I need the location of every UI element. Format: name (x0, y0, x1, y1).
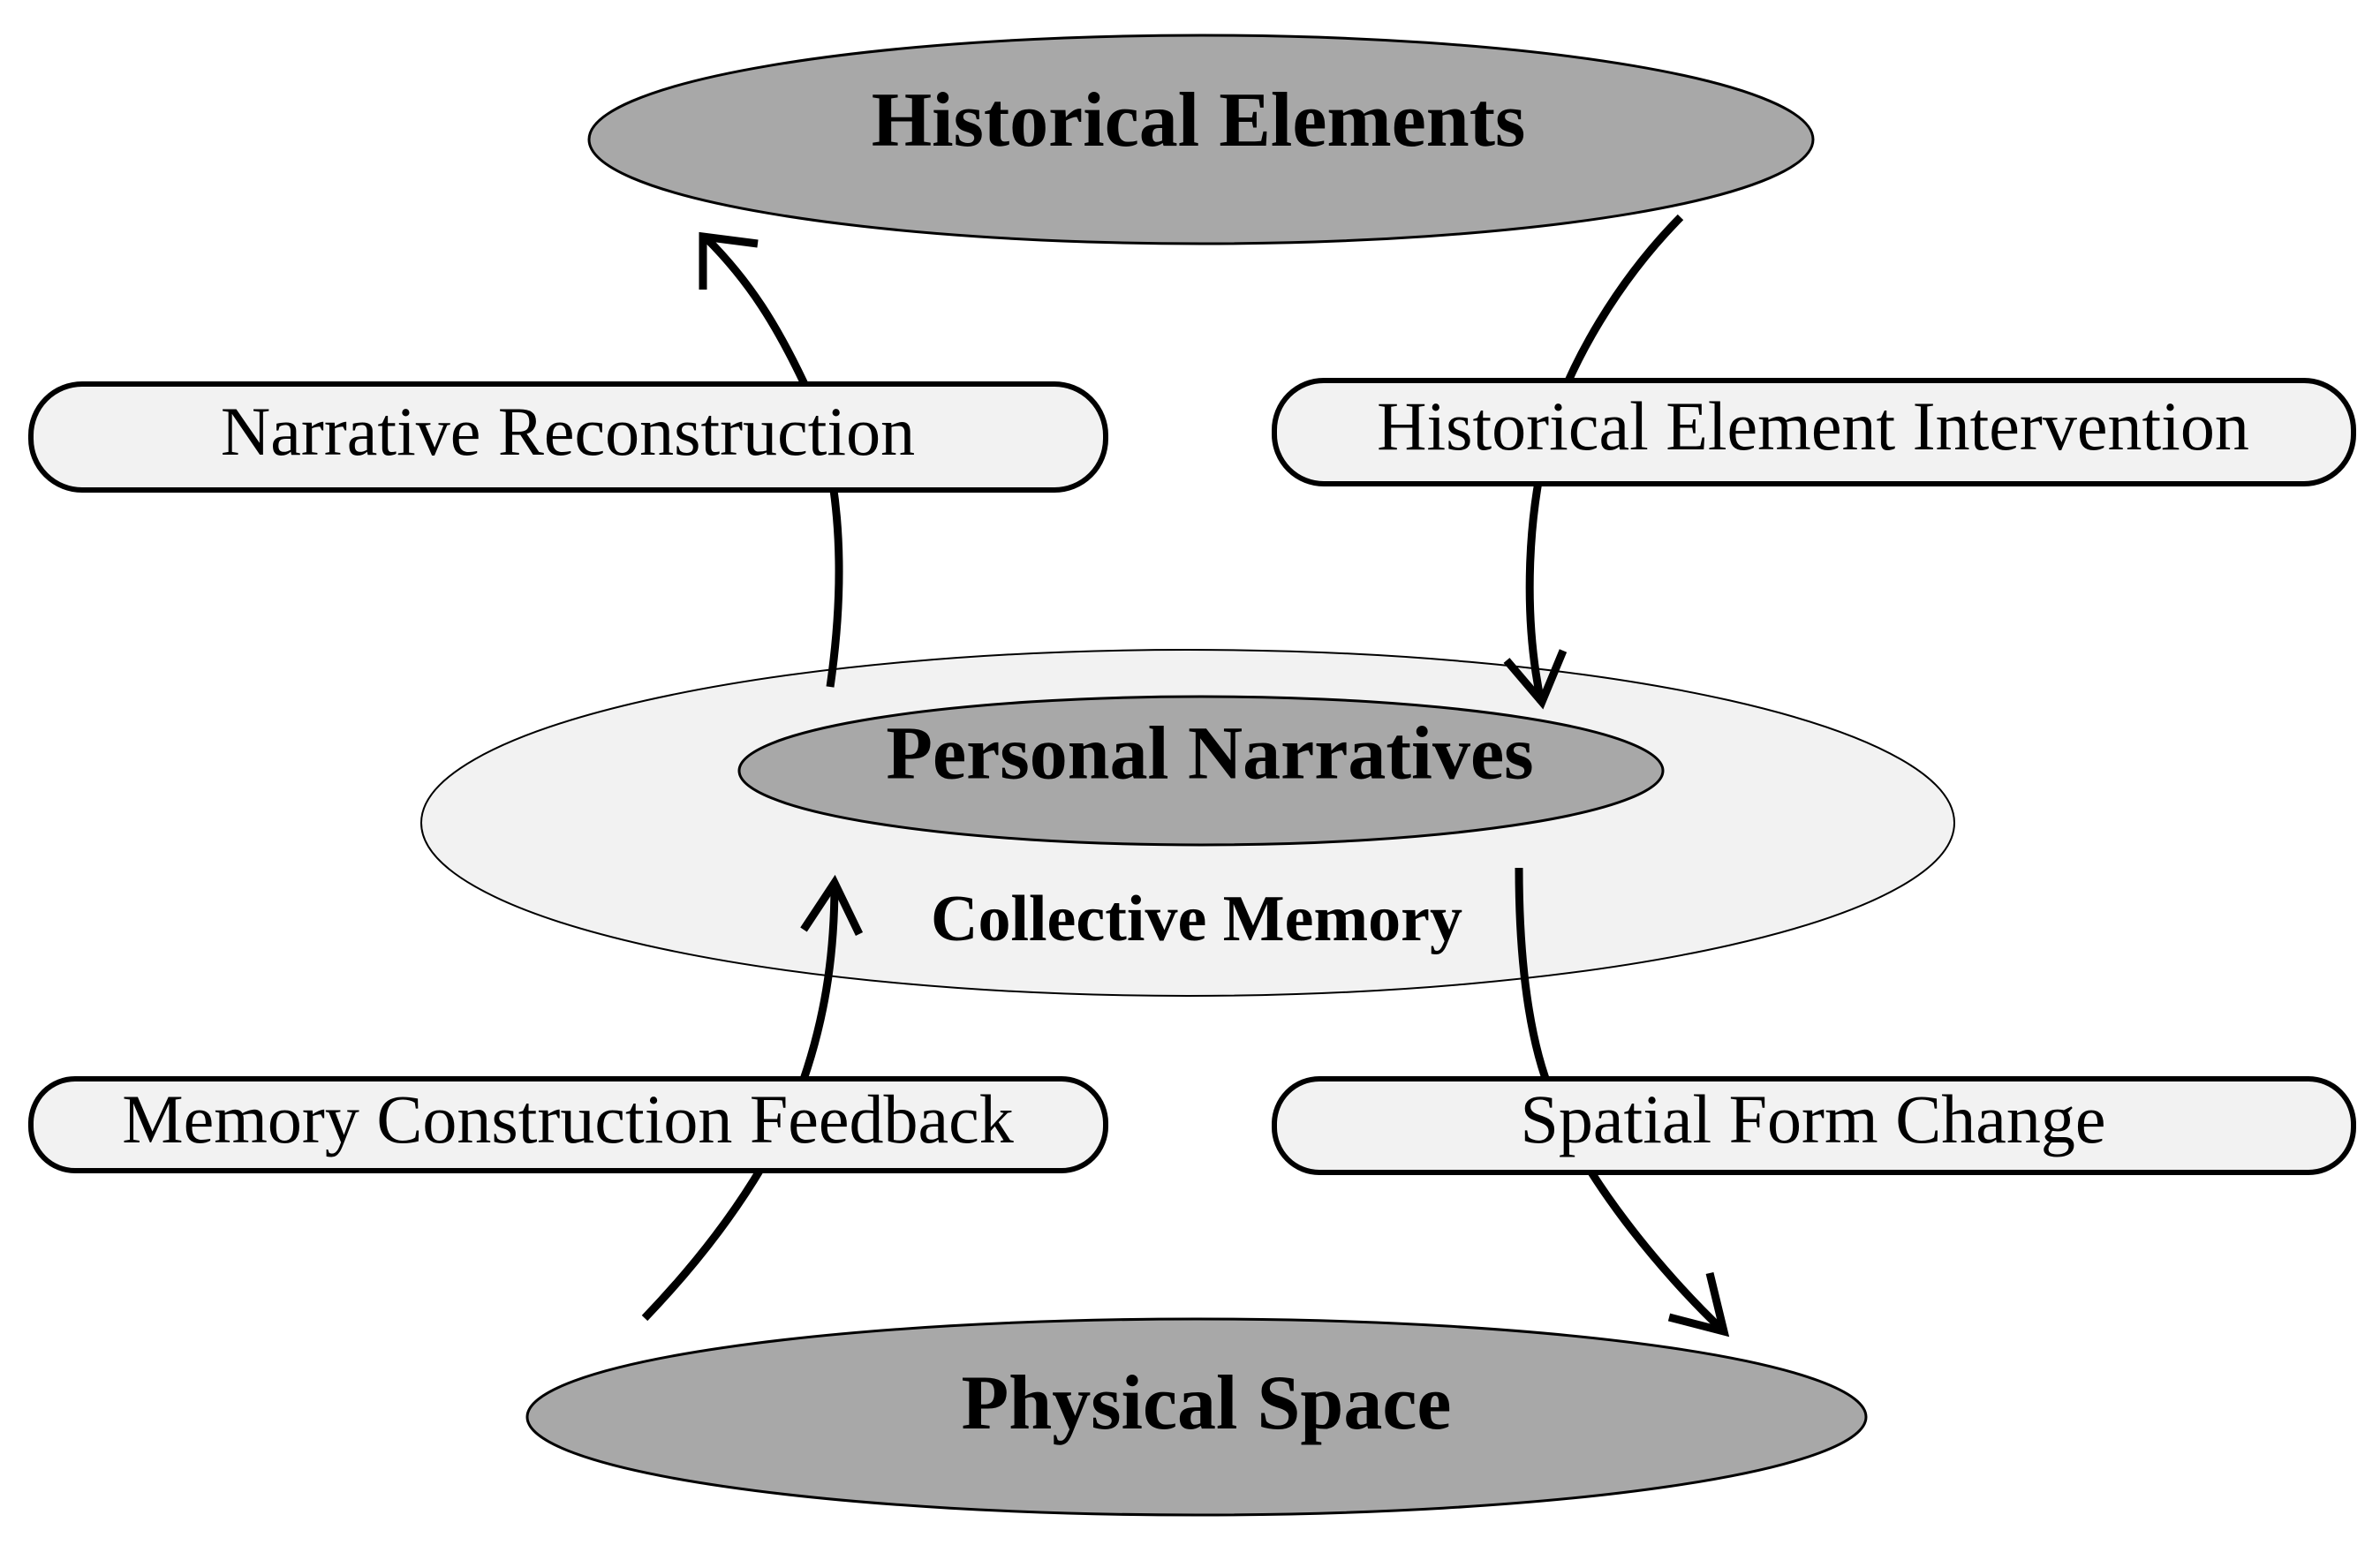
narrative-reconstruction-label: Narrative Reconstruction (221, 393, 915, 470)
historical-element-intervention-arrowhead (1503, 649, 1568, 710)
memory-construction-feedback-label: Memory Construction Feedback (122, 1081, 1013, 1157)
narrative-reconstruction-arrowhead (699, 231, 759, 290)
historical-element-intervention-label: Historical Element Intervention (1377, 388, 2249, 464)
physical-space-label: Physical Space (962, 1360, 1452, 1446)
physical-space-node (525, 1317, 1868, 1517)
collective-memory-label: Collective Memory (931, 883, 1462, 955)
process-box-memory-construction-feedback: Memory Construction Feedback (28, 1076, 1108, 1173)
personal-narratives-label: Personal Narratives (886, 711, 1533, 795)
process-box-historical-element-intervention: Historical Element Intervention (1272, 378, 2356, 486)
process-box-spatial-form-change: Spatial Form Change (1272, 1076, 2356, 1175)
historical-elements-node (587, 34, 1815, 245)
spatial-form-change-label: Spatial Form Change (1521, 1081, 2106, 1157)
memory-construction-feedback-arrowhead (800, 874, 864, 936)
personal-narratives-node (737, 695, 1665, 847)
historical-elements-label: Historical Elements (872, 78, 1526, 163)
process-box-narrative-reconstruction: Narrative Reconstruction (28, 381, 1108, 493)
spatial-form-change-arrowhead (1667, 1271, 1730, 1338)
